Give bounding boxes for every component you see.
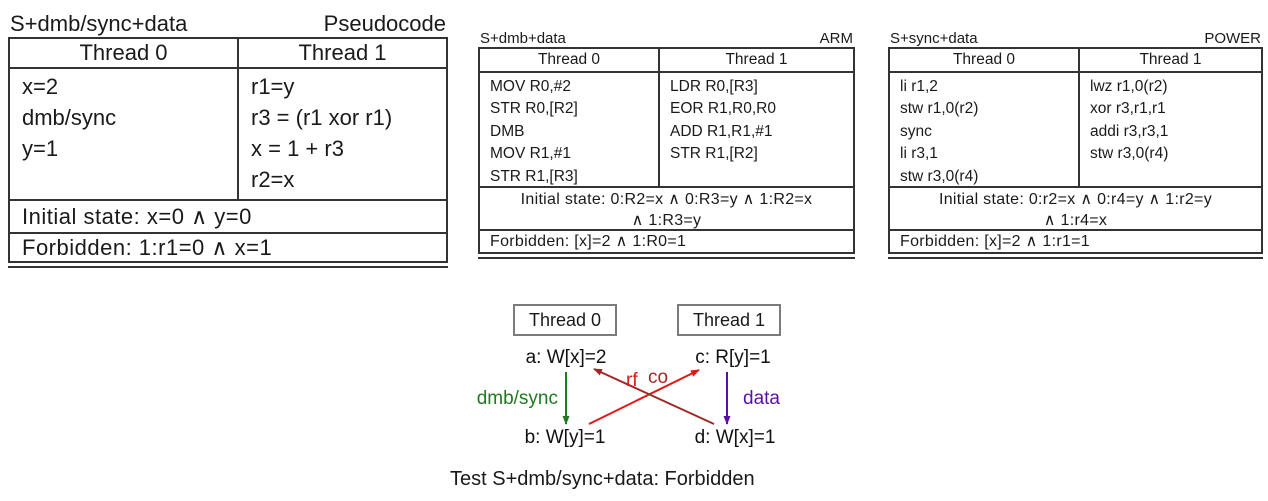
thread0-header: Thread 0 <box>890 49 1080 71</box>
initial-state-line1: Initial state: 0:R2=x ∧ 0:R3=y ∧ 1:R2=x <box>520 191 813 208</box>
thread1-code: LDR R0,[R3] EOR R1,R0,R0 ADD R1,R1,#1 ST… <box>670 78 776 163</box>
power-table-grid: Thread 0 Thread 1 li r1,2 stw r1,0(r2) s… <box>888 47 1263 254</box>
table-header-row: Thread 0 Thread 1 <box>890 49 1261 73</box>
arch-label: Pseudocode <box>323 11 446 36</box>
event-a: a: W[x]=2 <box>525 347 607 368</box>
arm-table-grid: Thread 0 Thread 1 MOV R0,#2 STR R0,[R2] … <box>478 47 855 254</box>
initial-state-row: Initial state: 0:R2=x ∧ 0:R3=y ∧ 1:R2=x … <box>480 186 853 229</box>
forbidden-row: Forbidden: [x]=2 ∧ 1:R0=1 <box>480 229 853 252</box>
initial-state-row: Initial state: 0:r2=x ∧ 0:r4=y ∧ 1:r2=y … <box>890 186 1261 229</box>
initial-state-line2: ∧ 1:r4=x <box>1043 212 1108 229</box>
power-table-titlebar: S+sync+data POWER <box>888 25 1263 47</box>
table-body-row: x=2 dmb/sync y=1 r1=y r3 = (r1 xor r1) x… <box>10 69 446 199</box>
initial-state-line1: Initial state: 0:r2=x ∧ 0:r4=y ∧ 1:r2=y <box>938 191 1213 208</box>
thread1-code: r1=y r3 = (r1 xor r1) x = 1 + r3 r2=x <box>251 74 393 192</box>
table-bottom-rule <box>888 257 1263 259</box>
table-header-row: Thread 0 Thread 1 <box>480 49 853 73</box>
event-c: c: R[y]=1 <box>695 347 771 368</box>
test-name: S+dmb+data <box>480 30 566 47</box>
rf-edge-arrow <box>588 369 700 425</box>
forbidden-row: Forbidden: 1:r1=0 ∧ x=1 <box>10 232 446 261</box>
pseudocode-table-titlebar: S+dmb/sync+data Pseudocode <box>8 4 448 37</box>
diagram-thread0-box: Thread 0 <box>513 304 617 336</box>
pseudocode-table-grid: Thread 0 Thread 1 x=2 dmb/sync y=1 r1=y … <box>8 37 448 263</box>
rf-edge-label: rf <box>626 370 638 391</box>
table-bottom-rule <box>8 266 448 268</box>
thread0-header: Thread 0 <box>480 49 660 71</box>
thread0-code: li r1,2 stw r1,0(r2) sync li r3,1 stw r3… <box>890 73 1080 186</box>
thread0-code: x=2 dmb/sync y=1 <box>10 69 239 199</box>
fence-edge-label: dmb/sync <box>477 388 558 409</box>
test-name: S+dmb/sync+data <box>10 11 188 36</box>
diagram-thread1-box: Thread 1 <box>677 304 781 336</box>
thread1-header: Thread 1 <box>725 51 788 68</box>
table-body-row: MOV R0,#2 STR R0,[R2] DMB MOV R1,#1 STR … <box>480 73 853 186</box>
initial-state-line2: ∧ 1:R3=y <box>631 212 702 229</box>
data-edge-label: data <box>743 388 780 409</box>
arch-label: POWER <box>1204 30 1261 47</box>
figure-caption: Test S+dmb/sync+data: Forbidden <box>450 468 755 490</box>
table-body-row: li r1,2 stw r1,0(r2) sync li r3,1 stw r3… <box>890 73 1261 186</box>
co-edge-label: co <box>648 367 668 388</box>
power-table: S+sync+data POWER Thread 0 Thread 1 li r… <box>888 25 1263 259</box>
pseudocode-table: S+dmb/sync+data Pseudocode Thread 0 Thre… <box>8 4 448 268</box>
arch-label: ARM <box>819 30 853 47</box>
test-name: S+sync+data <box>890 30 978 47</box>
thread0-header: Thread 0 <box>10 39 239 67</box>
thread1-header: Thread 1 <box>1139 51 1202 68</box>
thread1-code: lwz r1,0(r2) xor r3,r1,r1 addi r3,r3,1 s… <box>1090 78 1169 163</box>
thread1-header: Thread 1 <box>298 40 387 65</box>
thread0-code: MOV R0,#2 STR R0,[R2] DMB MOV R1,#1 STR … <box>480 73 660 186</box>
initial-state-row: Initial state: x=0 ∧ y=0 <box>10 199 446 232</box>
event-b: b: W[y]=1 <box>524 427 606 448</box>
event-d: d: W[x]=1 <box>694 427 776 448</box>
table-header-row: Thread 0 Thread 1 <box>10 39 446 69</box>
co-edge-arrow <box>593 368 715 425</box>
arm-table-titlebar: S+dmb+data ARM <box>478 25 855 47</box>
forbidden-row: Forbidden: [x]=2 ∧ 1:r1=1 <box>890 229 1261 252</box>
arm-table: S+dmb+data ARM Thread 0 Thread 1 MOV R0,… <box>478 25 855 259</box>
table-bottom-rule <box>478 257 855 259</box>
